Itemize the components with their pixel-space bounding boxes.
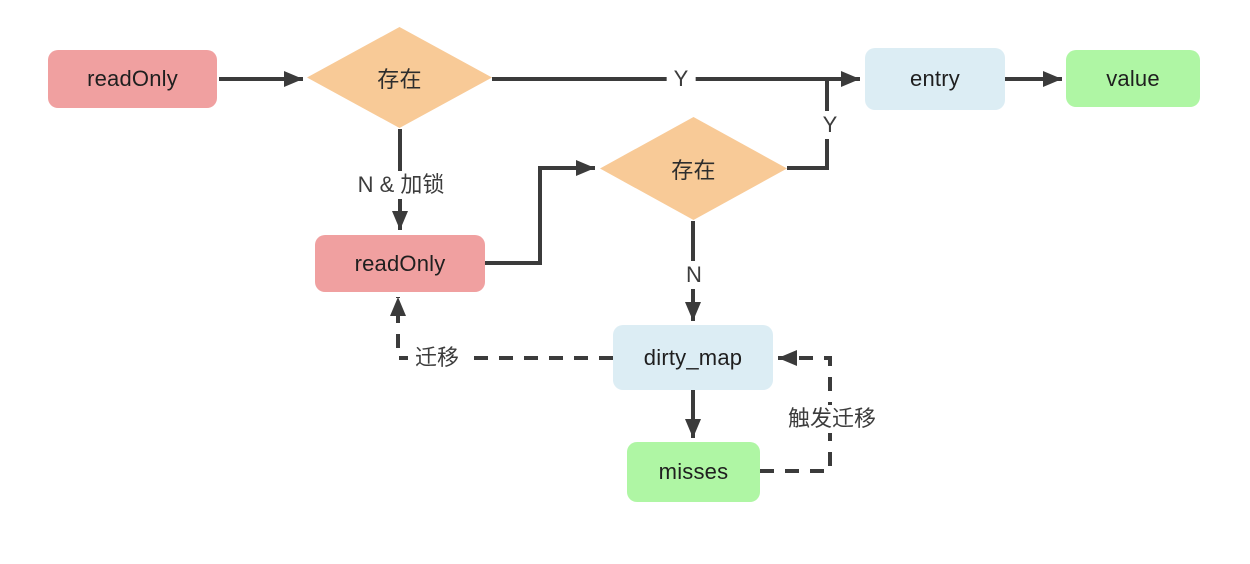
connector-readonly2-exists2 — [485, 160, 595, 265]
node-misses: misses — [627, 442, 760, 502]
edge-label-migrate: 迁移 — [407, 344, 467, 372]
edge-label-y-2: Y — [815, 111, 845, 139]
edge-label-n-lock: N & 加锁 — [350, 171, 452, 199]
node-readonly-1: readOnly — [48, 50, 217, 108]
edge-label-trigger-migrate: 触发迁移 — [780, 405, 884, 433]
edge-label-n: N — [679, 261, 709, 289]
node-readonly-2: readOnly — [315, 235, 485, 292]
connector-dirtymap-readonly2-migrate — [390, 297, 613, 360]
connector-exists2-entry-join — [787, 81, 829, 170]
node-entry: entry — [865, 48, 1005, 110]
node-value: value — [1066, 50, 1200, 107]
edge-label-y-1: Y — [666, 65, 696, 93]
node-dirty-map: dirty_map — [613, 325, 773, 390]
